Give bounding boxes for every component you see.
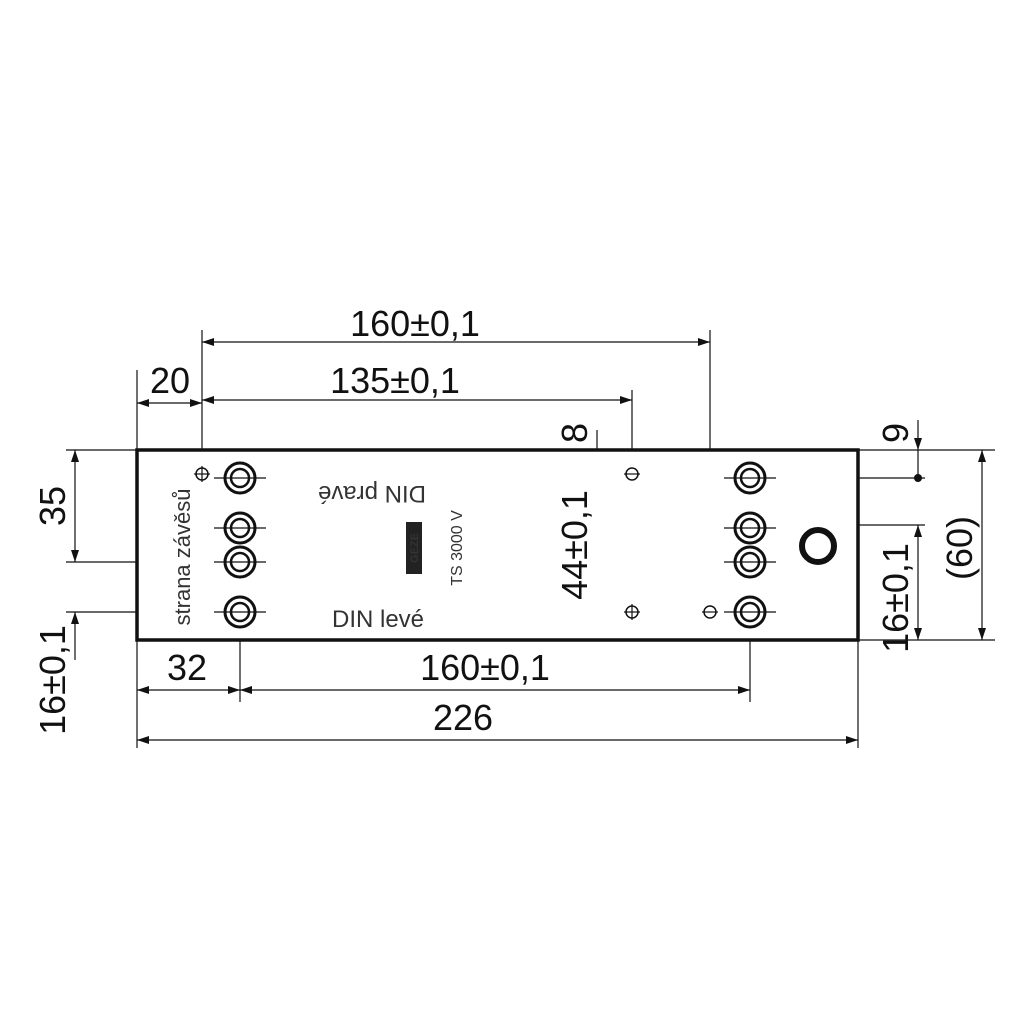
dim-9: 9	[875, 423, 916, 443]
mounting-hole	[733, 511, 767, 545]
dim-160-bottom: 160±0,1	[420, 647, 550, 688]
dim-135: 135±0,1	[330, 360, 460, 401]
mounting-holes-right	[733, 461, 767, 629]
pilot-hole	[625, 467, 639, 481]
dim-16-left: 16±0,1	[32, 625, 73, 735]
din-prave-label: DIN pravé	[318, 480, 426, 507]
brand-label: GEZE	[409, 533, 421, 563]
mounting-holes-left	[223, 461, 257, 629]
pilot-hole	[195, 467, 209, 481]
dim-160-top: 160±0,1	[350, 303, 480, 344]
mounting-hole	[733, 461, 767, 495]
mounting-hole	[223, 595, 257, 629]
mounting-plate	[135, 448, 860, 642]
dim-8: 8	[554, 423, 595, 443]
dim-16-right: 16±0,1	[875, 543, 916, 653]
dim-35: 35	[32, 486, 73, 526]
mounting-hole	[733, 545, 767, 579]
dim-32: 32	[167, 647, 207, 688]
pilot-hole	[703, 605, 717, 619]
pilot-hole	[625, 605, 639, 619]
mounting-hole	[223, 545, 257, 579]
dimension-lines	[71, 338, 986, 744]
mounting-hole	[733, 595, 767, 629]
dim-20: 20	[150, 360, 190, 401]
din-leve-label: DIN levé	[332, 606, 424, 633]
strana-zavesu-label: strana závěsů	[170, 489, 195, 626]
geze-logo: GEZE	[406, 522, 422, 574]
spindle-hole	[799, 527, 837, 565]
dim-60: (60)	[939, 516, 980, 580]
hole-centerlines	[194, 466, 776, 620]
dimension-dot	[914, 474, 922, 482]
mounting-hole	[223, 461, 257, 495]
dim-226: 226	[433, 697, 493, 738]
pilot-holes	[195, 467, 717, 619]
model-label: TS 3000 V	[449, 510, 466, 586]
dim-44: 44±0,1	[554, 490, 595, 600]
mounting-hole	[223, 511, 257, 545]
